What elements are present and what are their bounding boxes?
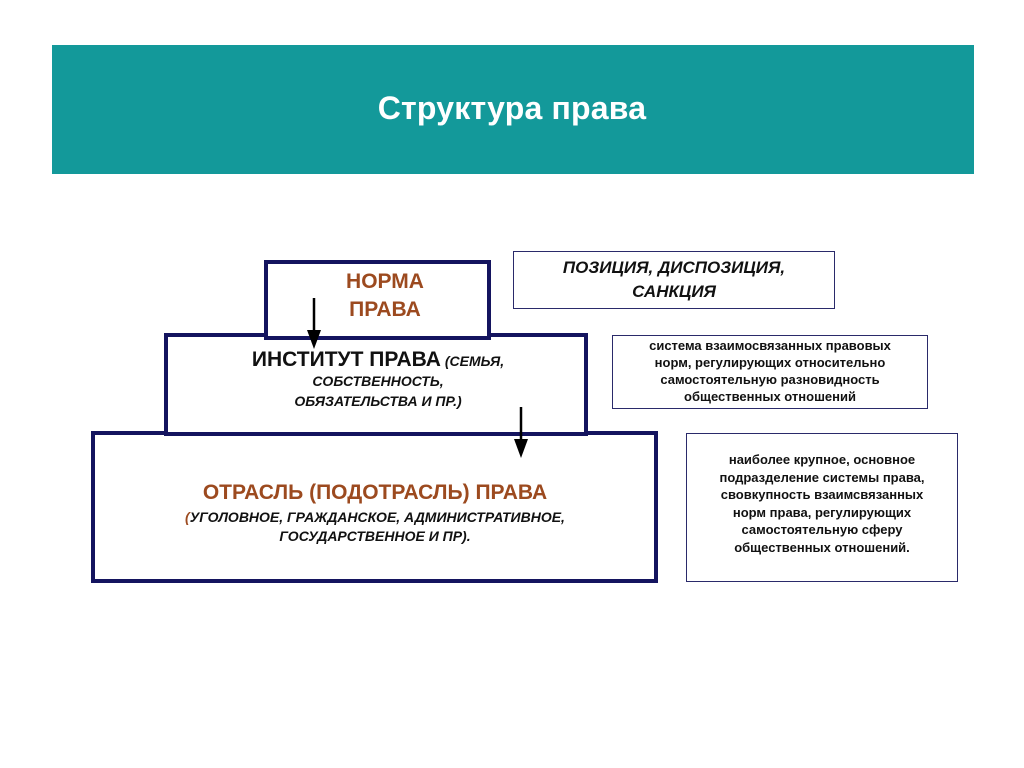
header-banner [52, 45, 974, 174]
institute-def-line1: система взаимосвязанных правовых [649, 338, 891, 353]
branch-def-line6: общественных отношений. [734, 539, 910, 555]
branch-title: ОТРАСЛЬ (ПОДОТРАСЛЬ) ПРАВА [202, 481, 548, 504]
norm-structure-line2: САНКЦИЯ [632, 282, 716, 301]
branch-def-line1: наиболее крупное, основное [728, 452, 916, 467]
tier-institute [164, 333, 588, 436]
tier-norm [264, 260, 491, 340]
branch-examples-1-text: УГОЛОВНОЕ, ГРАЖДАНСКОЕ, АДМИНИСТРАТИВНОЕ… [189, 509, 565, 525]
institute-title: ИНСТИТУТ ПРАВА [251, 348, 441, 371]
institute-examples-2: СОБСТВЕННОСТЬ, [312, 373, 444, 389]
institute-label-line1: ИНСТИТУТ ПРАВА (СЕМЬЯ, [180, 348, 576, 371]
institute-def-line3: самостоятельную разновидность [660, 372, 880, 387]
branch-def-line3: свовкупность взаимсвязанных [720, 487, 924, 502]
institute-def-line4: общественных отношений [684, 389, 856, 404]
institute-label: ИНСТИТУТ ПРАВА (СЕМЬЯ, СОБСТВЕННОСТЬ, ОБ… [180, 348, 576, 411]
branch-def-line5: самостоятельную сферу [741, 522, 903, 537]
tier-branch [91, 431, 658, 583]
institute-def-line2: норм, регулирующих относительно [654, 355, 886, 370]
branch-examples-1: (УГОЛОВНОЕ, ГРАЖДАНСКОЕ, АДМИНИСТРАТИВНО… [110, 508, 640, 527]
branch-def-line4: норм права, регулирующих [732, 504, 912, 520]
norm-label-line1: НОРМА [346, 270, 424, 293]
norm-label-line2: ПРАВА [349, 298, 421, 321]
institute-examples-3: ОБЯЗАТЕЛЬСТВА И ПР.) [294, 393, 462, 409]
arrow-down-icon [307, 298, 321, 349]
norm-label: НОРМА ПРАВА [300, 268, 470, 324]
branch-label: ОТРАСЛЬ (ПОДОТРАСЛЬ) ПРАВА (УГОЛОВНОЕ, Г… [110, 478, 640, 546]
institute-examples-1: (СЕМЬЯ, [440, 353, 505, 369]
institute-definition-box: система взаимосвязанных правовых норм, р… [612, 335, 928, 409]
arrow-down-icon [514, 407, 528, 458]
norm-structure-line1: ПОЗИЦИЯ, ДИСПОЗИЦИЯ, [562, 258, 786, 277]
norm-structure-box: ПОЗИЦИЯ, ДИСПОЗИЦИЯ, САНКЦИЯ [513, 251, 835, 309]
page-title: Структура права [377, 90, 647, 126]
branch-def-line2: подразделение системы права, [719, 469, 925, 485]
branch-examples-2: ГОСУДАРСТВЕННОЕ И ПР). [279, 528, 471, 544]
branch-definition-box: наиболее крупное, основное подразделение… [686, 433, 958, 582]
branch-paren-open: ( [185, 509, 190, 525]
